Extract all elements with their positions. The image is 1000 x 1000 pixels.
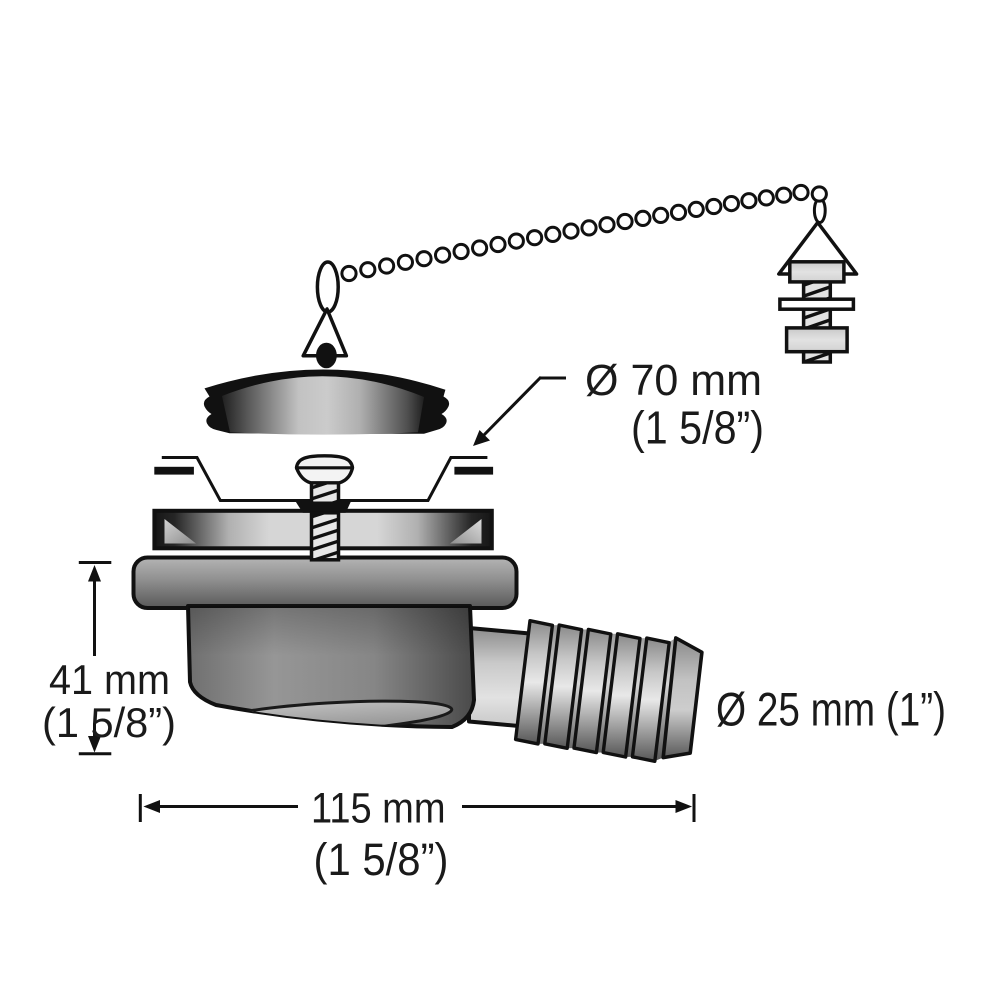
svg-text:115 mm: 115 mm [311,785,446,833]
svg-text:Ø 25 mm (1”): Ø 25 mm (1”) [716,683,946,736]
svg-text:(1 5/8”): (1 5/8”) [631,402,764,454]
svg-text:(1 5/8”): (1 5/8”) [314,834,449,885]
svg-text:Ø 70 mm: Ø 70 mm [585,356,762,405]
svg-text:(1 5/8”): (1 5/8”) [42,699,176,746]
svg-text:41 mm: 41 mm [49,656,170,703]
